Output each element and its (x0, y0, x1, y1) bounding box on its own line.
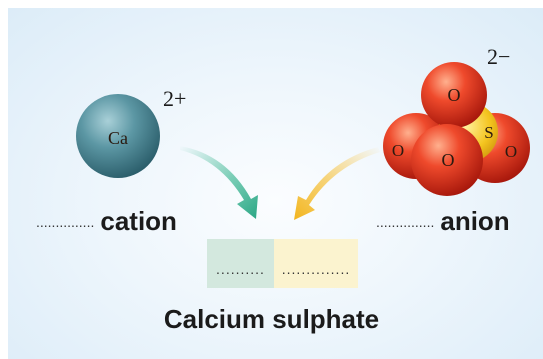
yellow-arrow-icon (294, 147, 380, 220)
cation-charge: 2+ (163, 86, 187, 111)
cation-blank: ............... (36, 214, 95, 230)
sulfur-label: S (484, 123, 493, 142)
cation-label: cation (100, 206, 177, 236)
anion-arrow (294, 147, 380, 220)
oxygen-top-label: O (448, 85, 461, 105)
formula-anion-blank: .............. (281, 261, 351, 277)
anion-blank: ............... (376, 214, 435, 230)
oxygen-atom-top (421, 62, 487, 128)
green-arrow-icon (180, 146, 258, 219)
oxygen-right-label: O (505, 142, 517, 161)
formula-anion-box[interactable]: .............. (274, 239, 358, 288)
formula-cation-blank: .......... (216, 261, 265, 277)
calcium-symbol: Ca (108, 128, 128, 148)
calcium-sphere (76, 94, 160, 178)
formula-cation-box[interactable]: .......... (207, 239, 274, 288)
cation-label-row: ............... cation (36, 206, 177, 237)
compound-name: Calcium sulphate (163, 304, 380, 334)
anion-label: anion (440, 206, 510, 236)
oxygen-front-label: O (442, 150, 455, 170)
anion-charge: 2− (487, 44, 511, 69)
oxygen-left-label: O (392, 141, 404, 160)
calcium-ion: Ca (76, 94, 160, 178)
cation-arrow (180, 146, 258, 219)
oxygen-atom-front (411, 124, 483, 196)
anion-label-row: ............... anion (376, 206, 510, 237)
sulphate-ion: O O S O O (383, 62, 530, 196)
